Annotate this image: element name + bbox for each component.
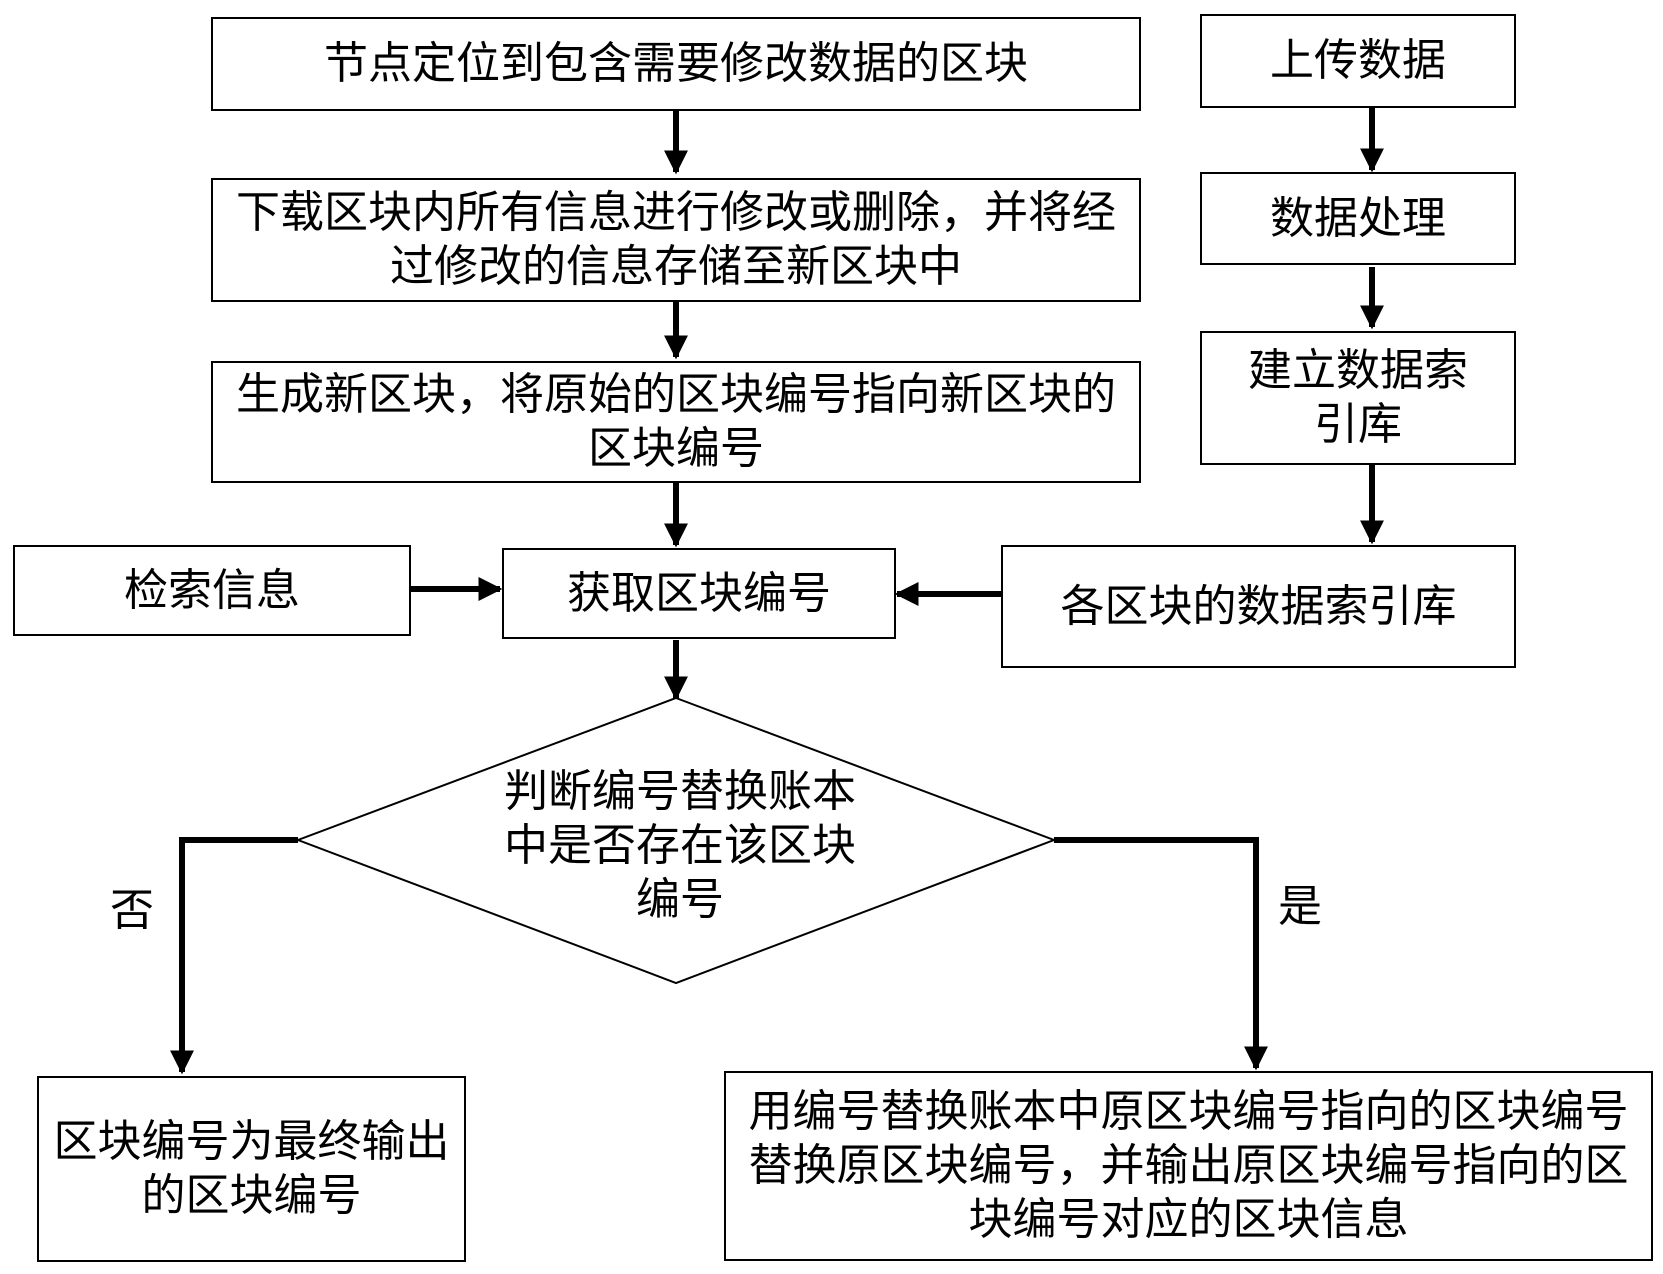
- node-download-modify: 下载区块内所有信息进行修改或删除，并将经过修改的信息存储至新区块中: [211, 178, 1141, 302]
- decision-text: 判断编号替换账本中是否存在该区块编号: [504, 766, 856, 925]
- node-get-block-id: 获取区块编号: [502, 548, 896, 639]
- node-generate-block-text: 生成新区块，将原始的区块编号指向新区块的区块编号: [236, 369, 1116, 474]
- node-upload-data: 上传数据: [1200, 14, 1516, 108]
- node-final-output: 区块编号为最终输出的区块编号: [37, 1076, 466, 1262]
- branch-label-yes: 是: [1278, 881, 1322, 932]
- node-data-processing: 数据处理: [1200, 172, 1516, 265]
- node-build-index-text: 建立数据索引库: [1248, 345, 1468, 450]
- node-locate-block: 节点定位到包含需要修改数据的区块: [211, 17, 1141, 111]
- decision-label-area: 判断编号替换账本中是否存在该区块编号: [480, 756, 880, 936]
- node-block-index-library-text: 各区块的数据索引库: [1060, 580, 1457, 632]
- node-build-index: 建立数据索引库: [1200, 331, 1516, 465]
- node-get-block-id-text: 获取区块编号: [567, 567, 831, 619]
- node-replace-output: 用编号替换账本中原区块编号指向的区块编号替换原区块编号，并输出原区块编号指向的区…: [724, 1071, 1653, 1261]
- node-download-modify-text: 下载区块内所有信息进行修改或删除，并将经过修改的信息存储至新区块中: [236, 187, 1116, 292]
- node-final-output-text: 区块编号为最终输出的区块编号: [53, 1116, 450, 1221]
- arrow-decision-yes-branch: [1054, 837, 1268, 1071]
- node-data-processing-text: 数据处理: [1270, 192, 1446, 244]
- node-replace-output-text: 用编号替换账本中原区块编号指向的区块编号替换原区块编号，并输出原区块编号指向的区…: [748, 1086, 1629, 1245]
- node-retrieve-info: 检索信息: [13, 545, 411, 636]
- node-generate-block: 生成新区块，将原始的区块编号指向新区块的区块编号: [211, 361, 1141, 483]
- node-upload-data-text: 上传数据: [1270, 35, 1446, 86]
- arrow-decision-no-branch: [170, 837, 298, 1075]
- decision-diamond: [295, 696, 1057, 985]
- node-locate-block-text: 节点定位到包含需要修改数据的区块: [324, 38, 1028, 89]
- branch-label-no: 否: [110, 885, 154, 936]
- node-block-index-library: 各区块的数据索引库: [1001, 545, 1516, 668]
- node-retrieve-info-text: 检索信息: [124, 564, 300, 616]
